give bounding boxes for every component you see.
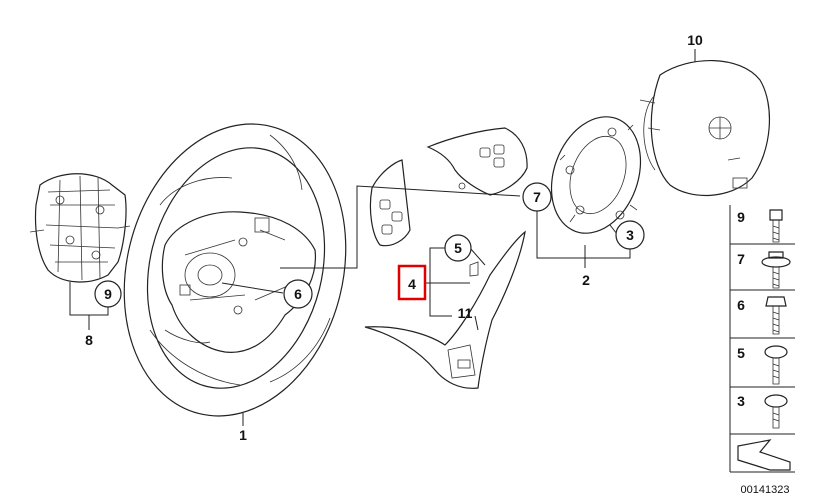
legend-num-3: 3: [737, 393, 745, 409]
label-8: 8: [85, 332, 93, 348]
label-9: 9: [104, 286, 112, 302]
part-10-airbag: [639, 59, 770, 196]
callout-circle-5: [444, 234, 472, 262]
part-switch-right: [426, 127, 528, 196]
label-1: 1: [239, 427, 247, 443]
label-3: 3: [626, 227, 634, 243]
leader-11b: [474, 315, 479, 331]
legend-num-7: 7: [737, 251, 745, 267]
part-8-bracket: [29, 173, 131, 283]
direction-arrow-icon: [737, 439, 791, 471]
leader-7-down: [536, 211, 585, 259]
screw-5-icon: [764, 345, 788, 385]
screw-legend: [729, 205, 795, 473]
label-11: 11: [458, 305, 473, 321]
legend-num-5: 5: [737, 345, 745, 361]
leader-5b: [469, 247, 486, 266]
screw-9-icon: [769, 209, 783, 243]
label-6: 6: [294, 286, 302, 302]
screw-6-icon: [765, 296, 787, 335]
highlight-box-4: [397, 264, 427, 301]
leader-5: [429, 247, 445, 283]
label-7: 7: [533, 189, 541, 205]
part-2-contact-ring: [550, 116, 642, 234]
leader-2: [584, 245, 631, 259]
part-trim-cover: [364, 230, 526, 389]
label-4: 4: [408, 276, 416, 292]
screw-3-icon: [764, 394, 788, 429]
leader-11: [429, 283, 452, 317]
legend-num-6: 6: [737, 297, 745, 313]
reference-number: 00141323: [741, 484, 790, 496]
label-2: 2: [582, 272, 590, 288]
leader-6: [221, 282, 284, 294]
callout-circle-9: [94, 280, 122, 308]
label-5: 5: [454, 240, 462, 256]
screw-7-icon: [761, 251, 791, 289]
part-switch-left: [369, 159, 411, 247]
legend-num-9: 9: [737, 209, 745, 225]
leader-7-left: [280, 185, 521, 269]
callout-circle-6: [283, 279, 313, 309]
part-1-steering-wheel: [123, 123, 347, 417]
label-10: 10: [687, 32, 703, 48]
